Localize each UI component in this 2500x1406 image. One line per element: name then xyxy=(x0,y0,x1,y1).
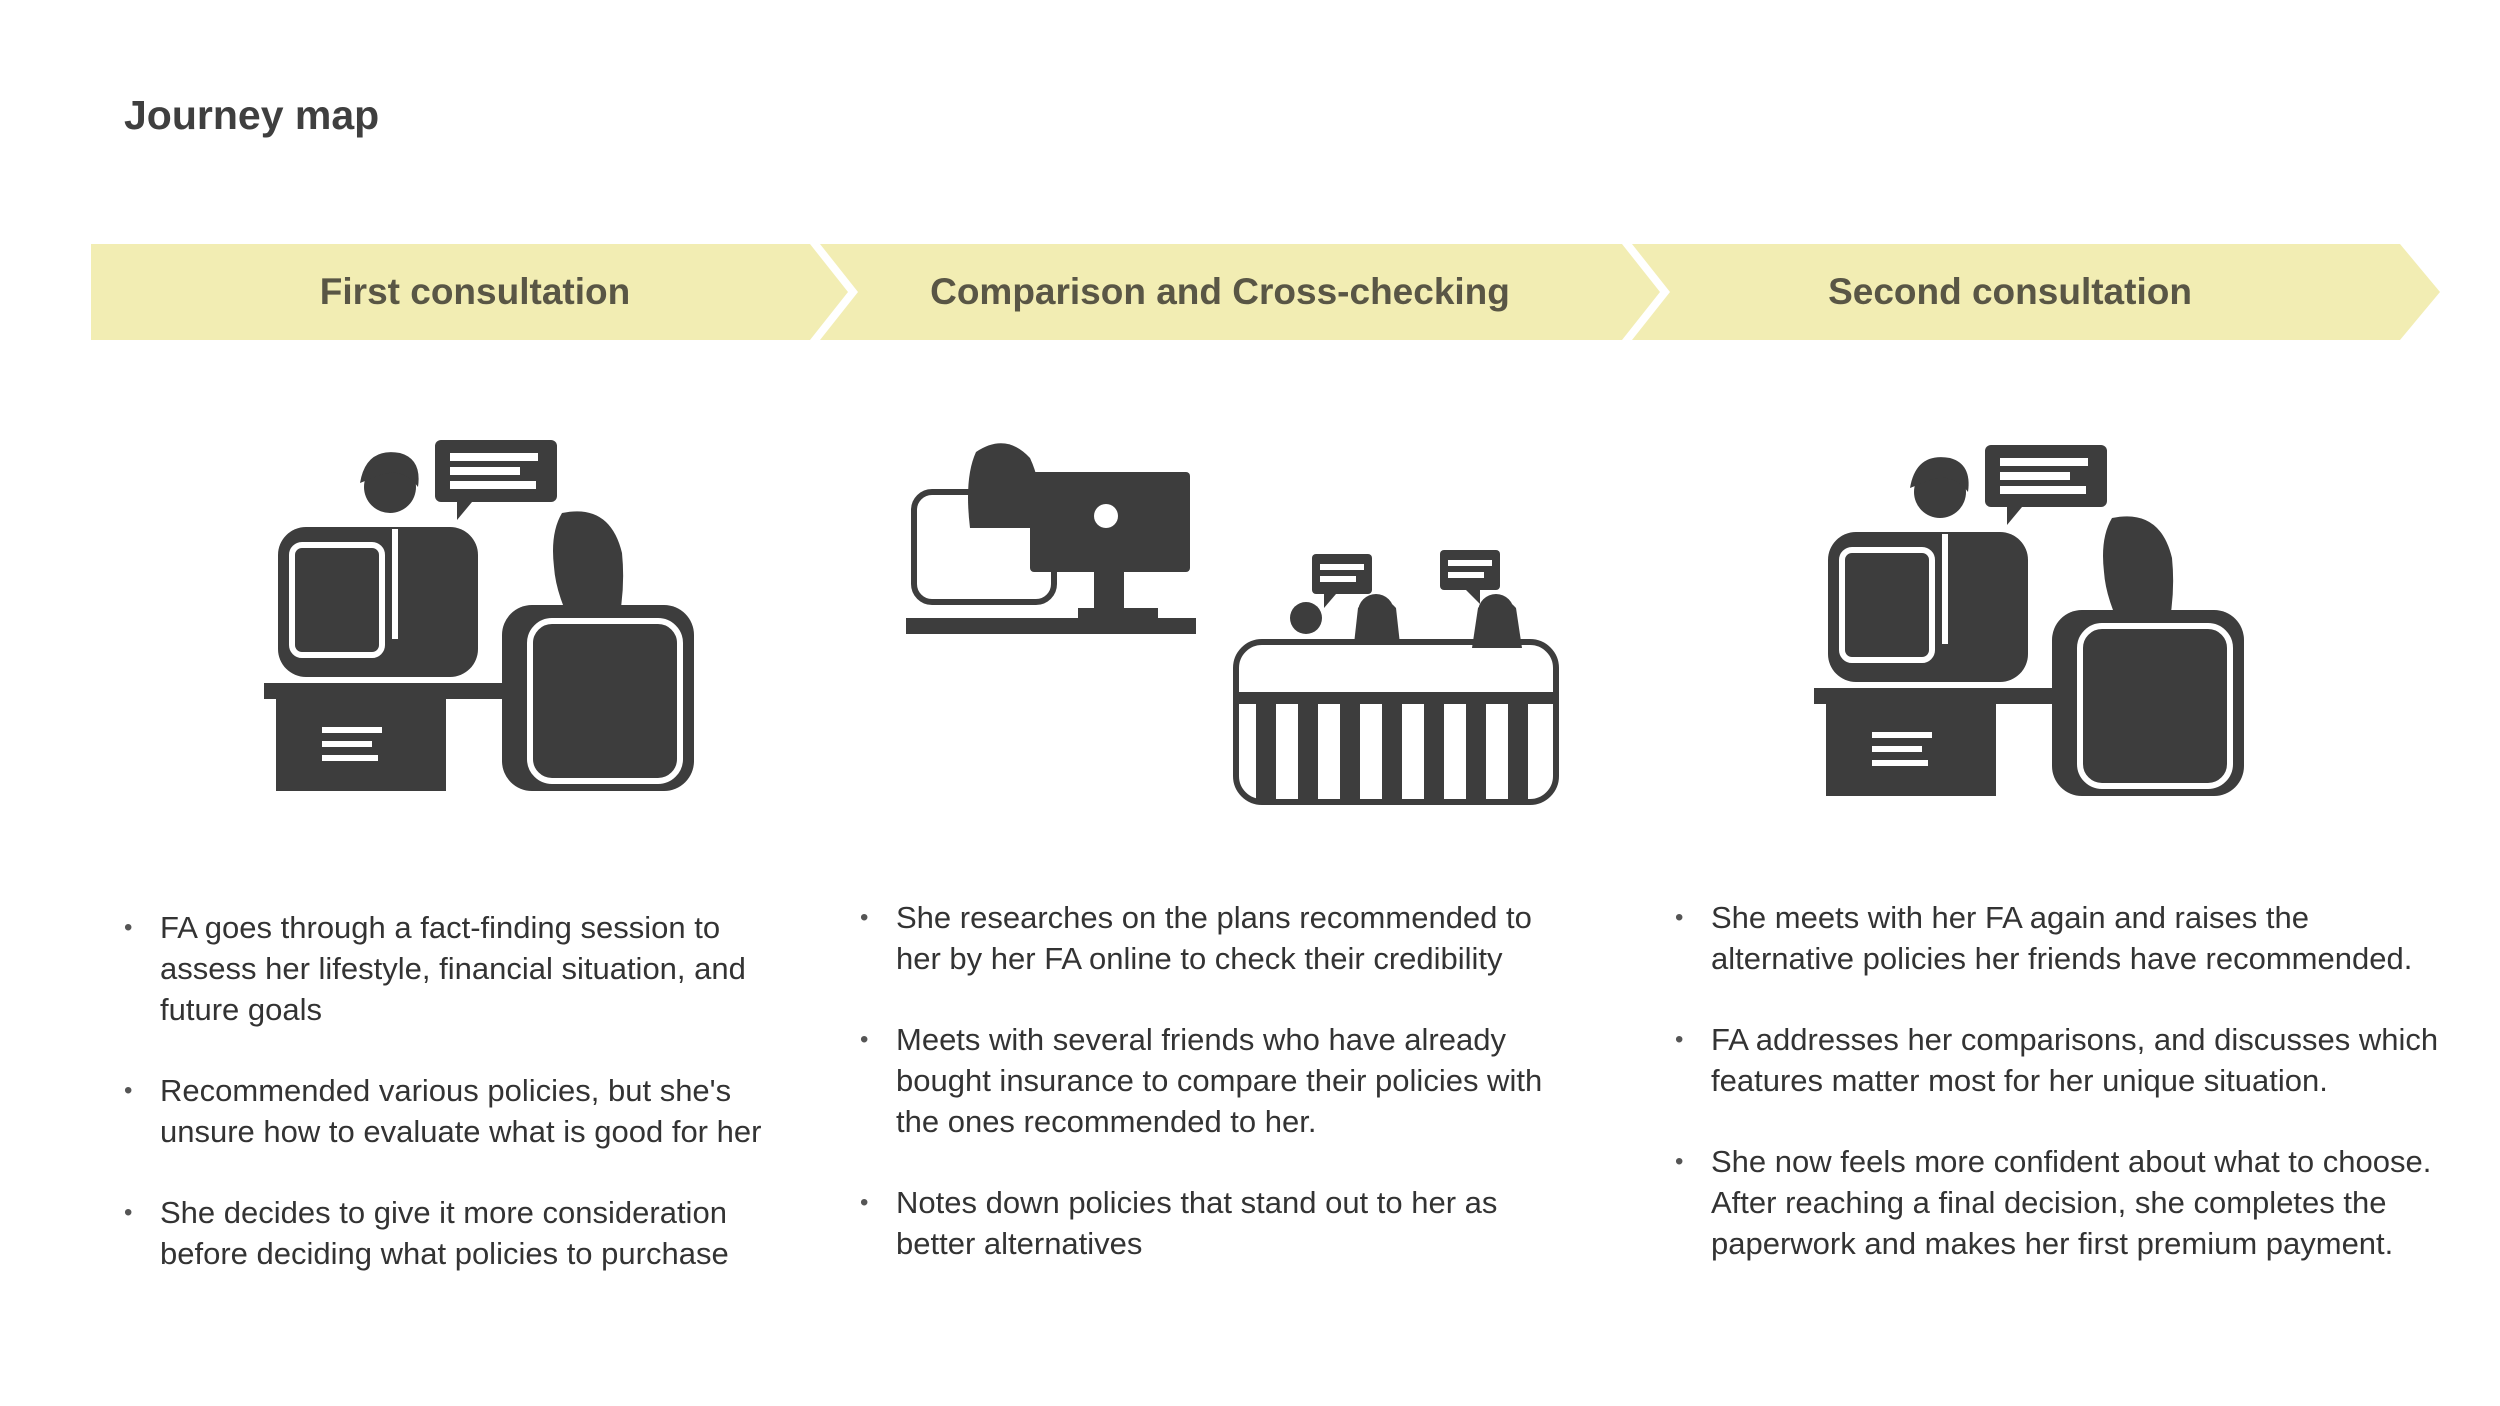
stage-label-comparison: Comparison and Cross-checking xyxy=(930,271,1510,312)
list-item: She researches on the plans recommended … xyxy=(860,897,1560,979)
list-item: She meets with her FA again and raises t… xyxy=(1675,897,2455,979)
stage-label-second-consultation: Second consultation xyxy=(1828,271,2192,312)
stage-chevron-2 xyxy=(820,244,1660,340)
research-and-friends-icon xyxy=(906,443,1559,805)
list-item: Meets with several friends who have alre… xyxy=(860,1019,1560,1142)
list-item: FA goes through a fact-finding session t… xyxy=(124,907,804,1030)
list-item: Recommended various policies, but she's … xyxy=(124,1070,804,1152)
consultation-icon xyxy=(264,440,694,791)
stage-label-first-consultation: First consultation xyxy=(319,271,631,312)
stage-chevron-3 xyxy=(1632,244,2440,340)
list-item: FA addresses her comparisons, and discus… xyxy=(1675,1019,2455,1101)
stage-notes-second-consultation: She meets with her FA again and raises t… xyxy=(1675,897,2455,1304)
stage-notes-comparison: She researches on the plans recommended … xyxy=(860,897,1560,1304)
consultation-icon xyxy=(1814,445,2244,796)
list-item: Notes down policies that stand out to he… xyxy=(860,1182,1560,1264)
list-item: She now feels more confident about what … xyxy=(1675,1141,2455,1264)
list-item: She decides to give it more consideratio… xyxy=(124,1192,804,1274)
stage-notes-first-consultation: FA goes through a fact-finding session t… xyxy=(124,907,804,1314)
stage-chevron-bar xyxy=(91,244,2440,340)
page-title: Journey map xyxy=(124,92,380,138)
stage-chevron-1 xyxy=(91,244,848,340)
